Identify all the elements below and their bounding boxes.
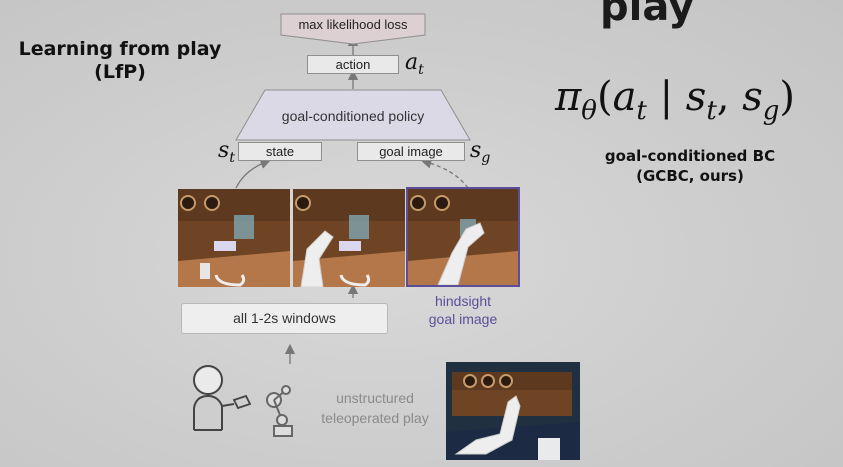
frame-to-state-arrow bbox=[235, 158, 271, 189]
left-title-line1: Learning from play bbox=[18, 38, 222, 60]
loss-box bbox=[280, 13, 426, 45]
frame-image-3 bbox=[408, 189, 518, 285]
frame-image-1 bbox=[178, 189, 290, 287]
state-symbol: st bbox=[218, 138, 236, 166]
playground-image bbox=[446, 362, 580, 460]
method-line1: goal-conditioned BC bbox=[604, 147, 776, 165]
teleop-line1: unstructured bbox=[336, 390, 414, 406]
hindsight-line2: goal image bbox=[428, 311, 498, 327]
action-box: action bbox=[307, 55, 399, 74]
goal-symbol: sg bbox=[470, 138, 491, 166]
policy-trapezoid bbox=[235, 89, 471, 141]
method-line2: (GCBC, ours) bbox=[636, 167, 744, 185]
hindsight-frame-border bbox=[406, 187, 520, 287]
frame-image-2 bbox=[293, 189, 405, 287]
left-title-line2: (LfP) bbox=[94, 61, 146, 83]
controller-icon bbox=[232, 394, 252, 410]
robot-arm-icon bbox=[266, 385, 293, 437]
teleop-icons bbox=[193, 365, 293, 437]
person-icon bbox=[193, 365, 235, 431]
hindsight-label: hindsight goal image bbox=[408, 292, 518, 328]
goal-image-box: goal image bbox=[357, 142, 465, 161]
left-title: Learning from play (LfP) bbox=[10, 38, 230, 84]
state-box: state bbox=[238, 142, 322, 161]
hindsight-line1: hindsight bbox=[434, 293, 492, 309]
teleop-label: unstructured teleoperated play bbox=[304, 388, 446, 428]
windows-box: all 1-2s windows bbox=[181, 303, 388, 334]
loss-label: max likelihood loss bbox=[298, 17, 408, 32]
frame-to-goal-arrow bbox=[420, 158, 469, 189]
policy-label: goal-conditioned policy bbox=[281, 108, 425, 124]
action-symbol: at bbox=[405, 50, 424, 78]
method-label: goal-conditioned BC (GCBC, ours) bbox=[585, 146, 795, 186]
teleop-line2: teleoperated play bbox=[321, 410, 429, 426]
slide-title-partial: play bbox=[600, 0, 695, 30]
policy-formula: πθ(at | st, sg) bbox=[555, 74, 795, 127]
